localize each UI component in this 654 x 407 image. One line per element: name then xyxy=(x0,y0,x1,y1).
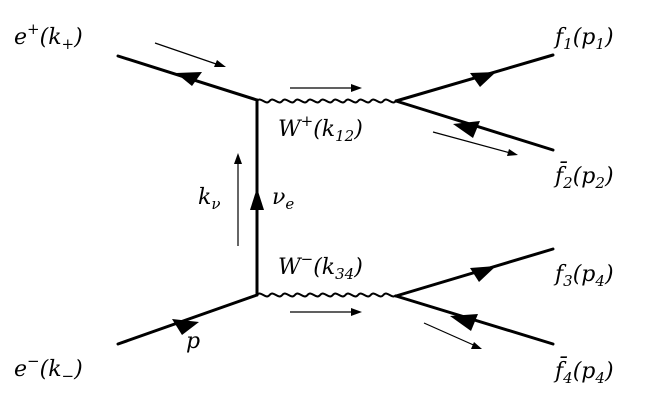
arrowhead-f1 xyxy=(470,72,496,87)
arrowhead-f4 xyxy=(450,314,478,331)
arrowhead-electron xyxy=(172,319,199,335)
label-f2bar: f̄2(p2) xyxy=(553,161,614,192)
momentum-arrow-p4 xyxy=(423,322,482,349)
momentum-arrow-k12 xyxy=(290,84,362,92)
momentum-arrow-kplus xyxy=(154,42,226,67)
label-k-nu: kν xyxy=(198,185,220,213)
label-f3: f3(p4) xyxy=(553,262,614,290)
label-electron: e−(k−) xyxy=(14,352,83,385)
momentum-arrow-k34 xyxy=(290,308,362,316)
momentum-arrow-knu xyxy=(234,153,242,246)
electron-line xyxy=(116,293,259,346)
arrowhead-positron xyxy=(176,72,202,86)
label-w-plus: W+(k12) xyxy=(278,112,363,145)
w-minus-boson-line xyxy=(256,292,397,298)
label-f1: f1(p1) xyxy=(553,25,614,53)
arrowhead-f3 xyxy=(470,266,496,282)
label-nu-e: νe xyxy=(272,185,294,213)
arrowhead-neutrino xyxy=(250,188,264,210)
label-p: p xyxy=(186,329,200,354)
label-positron: e+(k+) xyxy=(14,20,83,53)
w-plus-boson-line xyxy=(256,98,397,104)
momentum-arrow-p2 xyxy=(432,131,518,156)
label-w-minus: W−(k34) xyxy=(278,250,363,283)
arrowhead-f2 xyxy=(453,121,480,138)
label-f4bar: f̄4(p4) xyxy=(553,356,614,387)
